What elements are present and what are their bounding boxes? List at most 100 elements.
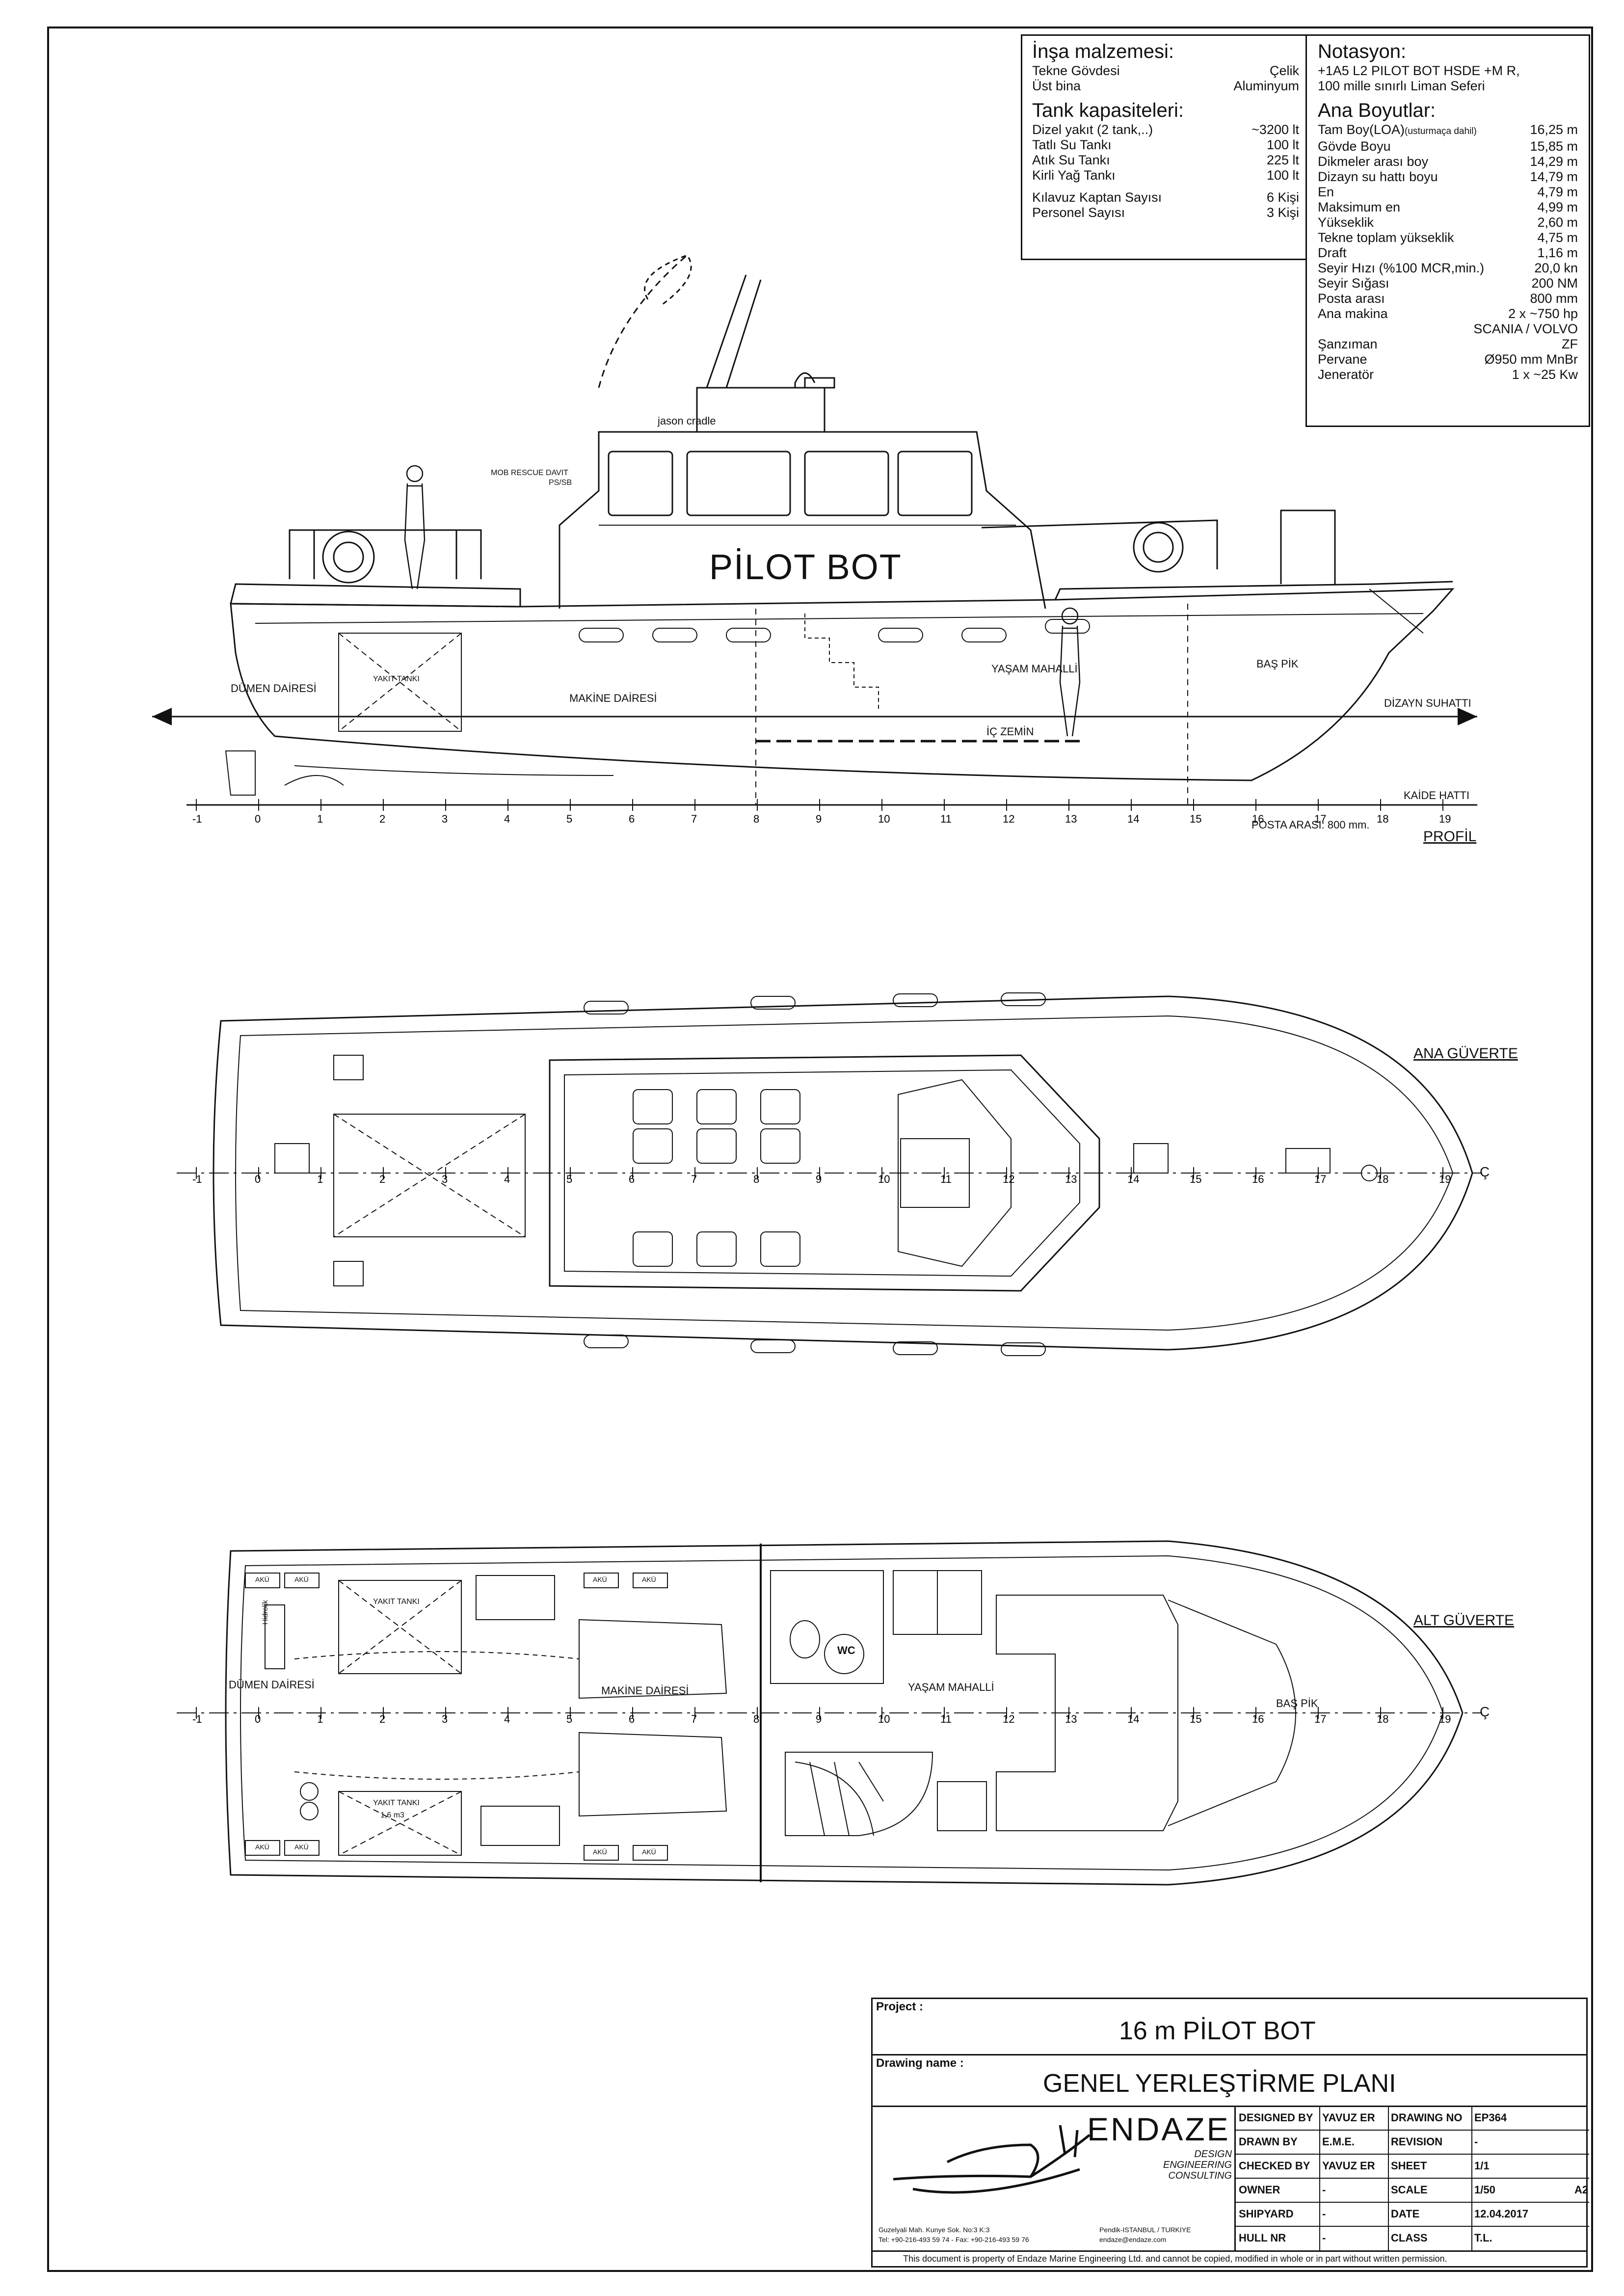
title-cell: YAVUZ ER: [1322, 2160, 1375, 2172]
title-cell: DRAWING NO: [1391, 2111, 1463, 2124]
title-divider: [871, 2106, 1588, 2107]
engine-make: SCANIA / VOLVO: [1473, 321, 1578, 336]
seat: [696, 1231, 737, 1267]
address-line: Tel: +90-216-493 59 74 - Fax: +90-216-49…: [879, 2236, 1029, 2243]
frame-number: 0: [255, 813, 261, 825]
frame-number: 5: [566, 813, 572, 825]
battery-label: AKÜ: [294, 1575, 309, 1583]
fuel-tank-label: YAKIT TANKI: [373, 1799, 420, 1807]
main-deck-cabin: [549, 1054, 1100, 1292]
title-cell: REVISION: [1391, 2136, 1443, 2148]
frame-number: 7: [691, 813, 697, 825]
title-cell: -: [1322, 2208, 1326, 2220]
frame-number: 10: [878, 1173, 890, 1185]
frame-number: 18: [1377, 1173, 1388, 1185]
frame-number: 9: [816, 1713, 822, 1725]
title-cell: SCALE: [1391, 2184, 1428, 2196]
frame-number: -1: [192, 813, 202, 825]
frame-number: 13: [1065, 1173, 1077, 1185]
title-cell: SHEET: [1391, 2160, 1427, 2172]
frame-number: 6: [629, 813, 635, 825]
room-engine: MAKİNE DAİRESİ: [601, 1684, 689, 1697]
fuel-tank-capacity: 1,6 m3: [380, 1811, 404, 1819]
frame-number: 6: [629, 1713, 635, 1725]
room-engine: MAKİNE DAİRESİ: [569, 692, 657, 704]
title-cell: CLASS: [1391, 2232, 1428, 2244]
title-cell: -: [1322, 2232, 1326, 2244]
company-logo: [893, 2125, 1091, 2194]
title-cell: DRAWN BY: [1239, 2136, 1298, 2148]
frame-number: 11: [940, 1713, 952, 1725]
room-rudder: DÜMEN DAİRESİ: [231, 682, 317, 694]
frame-number: 4: [504, 1713, 510, 1725]
title-cell: E.M.E.: [1322, 2136, 1355, 2148]
room-living: YAŞAM MAHALLİ: [908, 1681, 994, 1693]
seat: [760, 1089, 800, 1124]
frame-number: 1: [317, 1173, 323, 1185]
battery-label: AKÜ: [255, 1575, 269, 1583]
frame-number: 12: [1003, 813, 1014, 825]
tank-row: Dizel yakıt (2 tank,..)~3200 lt: [1032, 122, 1299, 137]
disclaimer: This document is property of Endaze Mari…: [903, 2254, 1447, 2264]
frame-number: 2: [379, 813, 385, 825]
frame-number: 13: [1065, 1713, 1077, 1725]
title-cell: SHIPYARD: [1239, 2208, 1294, 2220]
frame-number: 0: [255, 1173, 261, 1185]
fuel-tank-label: YAKIT TANKI: [373, 1598, 420, 1606]
frame-number: 18: [1377, 1713, 1388, 1725]
title-cell: -: [1322, 2184, 1326, 2196]
wc-label: WC: [837, 1644, 855, 1656]
battery-label: AKÜ: [294, 1843, 309, 1851]
frame-number: 12: [1003, 1173, 1014, 1185]
frame-number: 11: [940, 1173, 952, 1185]
seat: [633, 1089, 673, 1124]
frame-number: 15: [1190, 1713, 1201, 1725]
tanks-title: Tank kapasiteleri:: [1032, 100, 1184, 121]
battery-label: AKÜ: [642, 1848, 656, 1856]
notation-title: Notasyon:: [1318, 41, 1407, 62]
frame-number: 3: [442, 1713, 448, 1725]
drawing-frame: [47, 27, 1593, 2272]
frame-number: 14: [1127, 1173, 1139, 1185]
title-cell: OWNER: [1239, 2184, 1280, 2196]
dimension-row: Seyir Hızı (%100 MCR,min.)20,0 kn: [1318, 261, 1578, 275]
seat: [760, 1128, 800, 1164]
title-cell: -: [1474, 2136, 1478, 2148]
frame-number: 0: [255, 1713, 261, 1725]
frame-number: 1: [317, 813, 323, 825]
seat: [633, 1231, 673, 1267]
dim-row-loa: Tam Boy(LOA)(usturmaça dahil)16,25 m: [1318, 122, 1578, 137]
title-cell: T.L.: [1474, 2232, 1492, 2244]
room-fore-peak: BAŞ PİK: [1276, 1697, 1318, 1709]
seat: [760, 1231, 800, 1267]
view-label-main-deck: ANA GÜVERTE: [1413, 1045, 1518, 1062]
view-label-profile: PROFİL: [1423, 828, 1477, 845]
frame-number: 2: [379, 1713, 385, 1725]
project-label: Project :: [876, 2000, 924, 2013]
hydraulic-label: Hidrolik: [261, 1600, 269, 1625]
frame-number: 5: [566, 1173, 572, 1185]
frame-number: 14: [1127, 813, 1139, 825]
frame-number: 8: [753, 813, 759, 825]
title-cell: YAVUZ ER: [1322, 2111, 1375, 2124]
frame-number: 7: [691, 1713, 697, 1725]
frame-number: 15: [1190, 1173, 1201, 1185]
frame-number: 5: [566, 1713, 572, 1725]
waterline-label: DİZAYN SUHATTI: [1384, 697, 1471, 709]
frame-number: 17: [1314, 1173, 1326, 1185]
title-cell: DATE: [1391, 2208, 1420, 2220]
frame-number: 16: [1252, 1713, 1264, 1725]
company-name: ENDAZE: [1087, 2111, 1230, 2147]
